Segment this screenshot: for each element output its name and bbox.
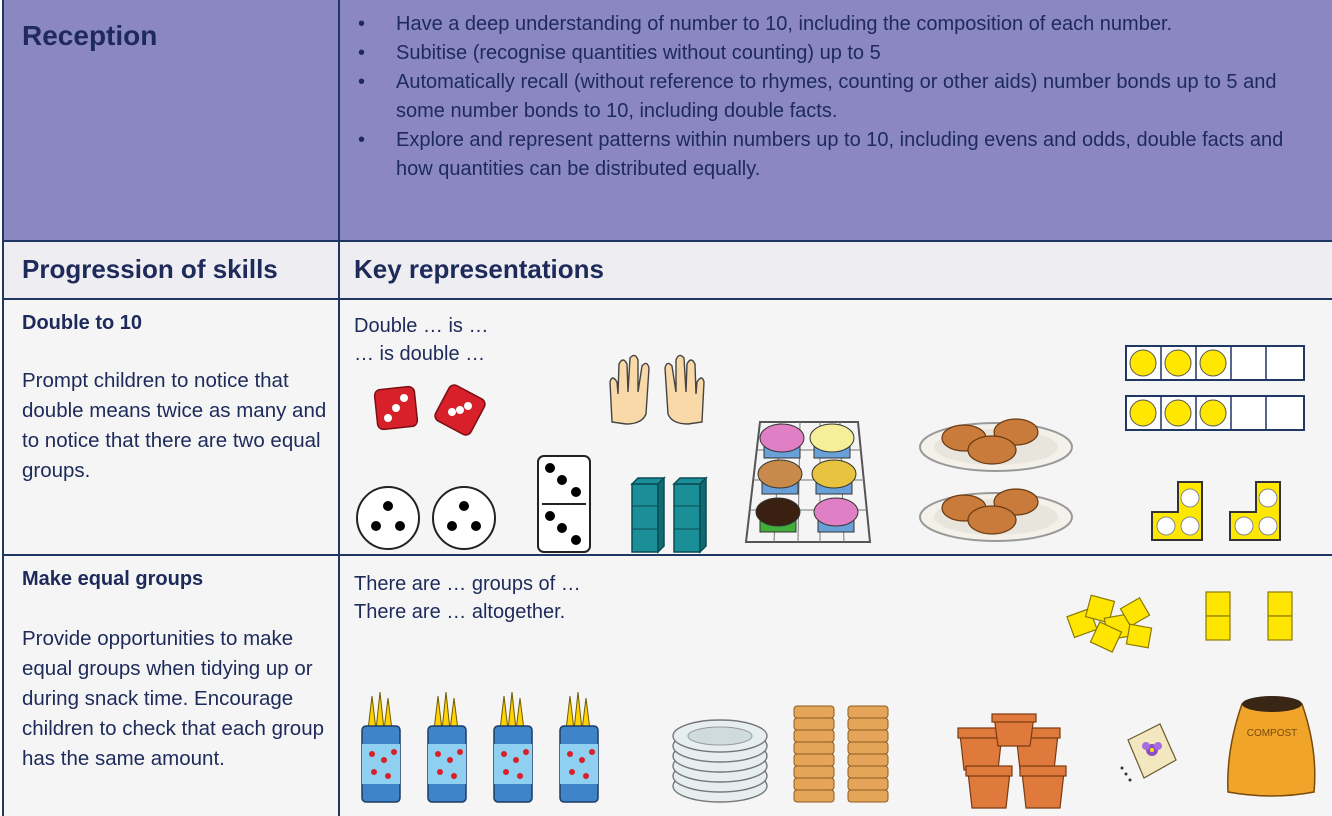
skill-title: Double to 10	[22, 312, 143, 334]
reception-title: Reception	[22, 20, 158, 51]
representations-cell: There are … groups of … There are … alto…	[340, 556, 1332, 816]
skill-cell: Double to 10 Prompt children to notice t…	[4, 300, 340, 554]
representations-cell: Double … is … … is double …	[340, 300, 1332, 554]
sentence-stem: There are … altogether.	[354, 601, 566, 623]
cookie-plates-icon	[919, 418, 1073, 542]
red-dice-icon	[373, 384, 486, 436]
skill-cell: Make equal groups Provide opportunities …	[4, 556, 340, 816]
compost-label: COMPOST	[1247, 728, 1298, 739]
number-shapes-icon	[1151, 481, 1281, 541]
reception-row: Reception Have a deep understanding of n…	[4, 0, 1332, 242]
plates-stack-icon	[672, 719, 768, 803]
muffin-tray-icon	[744, 421, 872, 543]
compost-bag-icon: COMPOST	[1227, 696, 1316, 797]
skill-row-groups: Make equal groups Provide opportunities …	[4, 556, 1332, 816]
domino-icon	[537, 455, 591, 553]
representations-header: Key representations	[354, 254, 604, 284]
sentence-stem: Double … is …	[354, 315, 489, 337]
crackers-icon	[793, 705, 889, 803]
aim-item: Automatically recall (without reference …	[354, 68, 1314, 126]
skill-title: Make equal groups	[22, 568, 204, 590]
sentence-stem: … is double …	[354, 343, 486, 365]
skill-description: Prompt children to notice that double me…	[22, 369, 327, 482]
header-row: Progression of skills Key representation…	[4, 242, 1332, 300]
skill-description: Provide opportunities to make equal grou…	[22, 627, 324, 770]
progression-header: Progression of skills	[22, 254, 278, 284]
pencil-pots-icon	[361, 691, 599, 803]
dot-plates-icon	[356, 486, 496, 550]
ten-frame-icon	[1125, 345, 1305, 431]
header-left-cell: Progression of skills	[4, 242, 340, 298]
reception-cell: Reception	[4, 0, 340, 240]
reception-aims-cell: Have a deep understanding of number to 1…	[340, 0, 1332, 240]
reception-aims-list: Have a deep understanding of number to 1…	[354, 10, 1314, 184]
aim-item: Subitise (recognise quantities without c…	[354, 39, 1314, 68]
yellow-cubes-icon	[1066, 591, 1293, 653]
seed-packet-icon	[1120, 723, 1177, 782]
hands-icon	[609, 354, 705, 425]
skill-row-double: Double to 10 Prompt children to notice t…	[4, 300, 1332, 556]
sentence-stem: There are … groups of …	[354, 573, 581, 595]
aim-item: Have a deep understanding of number to 1…	[354, 10, 1314, 39]
flower-pots-icon	[957, 713, 1067, 809]
header-right-cell: Key representations	[340, 242, 1332, 298]
aim-item: Explore and represent patterns within nu…	[354, 126, 1314, 184]
cube-towers-icon	[630, 476, 708, 554]
